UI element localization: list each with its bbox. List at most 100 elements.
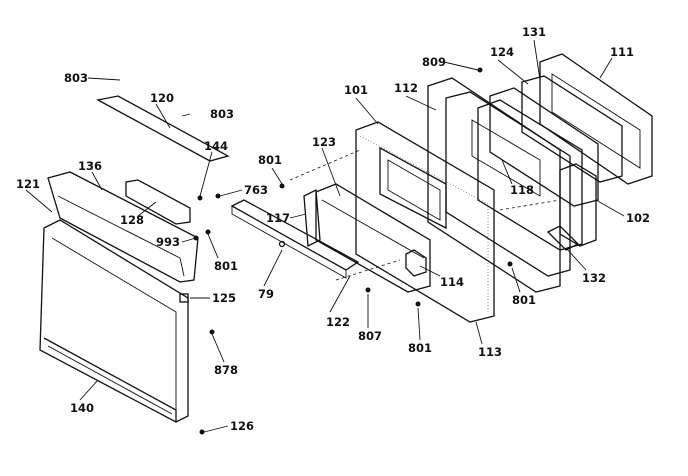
leader-140 [79, 379, 99, 401]
leader-120 [155, 103, 171, 129]
label-801a: 801 [258, 153, 282, 167]
leader-112 [405, 95, 437, 111]
part-113-inner-door [355, 121, 495, 323]
screw-878 [209, 329, 215, 335]
screw-801-b [205, 229, 211, 235]
part-128-bracket [125, 179, 191, 225]
screw-801-d [507, 261, 513, 267]
leader-122 [329, 275, 351, 313]
part-132-hinge [546, 225, 580, 251]
part-79-underside [231, 206, 347, 279]
part-140-bottom-rail-inner [47, 345, 173, 415]
label-136: 136 [78, 159, 102, 173]
leader-132 [565, 247, 587, 271]
label-801d: 801 [512, 293, 536, 307]
part-124-panel [489, 87, 599, 207]
leader-803a [87, 77, 121, 81]
part-79-screw-hole [278, 240, 286, 248]
part-114-plate [405, 249, 427, 277]
leader-128 [137, 201, 157, 217]
label-123: 123 [312, 135, 336, 149]
label-114: 114 [440, 275, 464, 289]
leader-801a [271, 167, 283, 185]
guide-line-2 [335, 259, 401, 281]
leader-117 [289, 213, 307, 219]
part-112-glass-pane [427, 77, 561, 293]
leader-803b [181, 113, 191, 117]
part-111-back-panel [539, 53, 653, 185]
label-118: 118 [510, 183, 534, 197]
leader-878 [211, 333, 225, 363]
part-136-top-cap [47, 171, 199, 283]
part-118-panel [477, 99, 583, 251]
label-121: 121 [16, 177, 40, 191]
label-144: 144 [204, 139, 228, 153]
part-117-bracket [303, 188, 321, 248]
part-136-inner-edge [57, 195, 185, 277]
screw-144 [197, 195, 203, 201]
leader-763 [219, 189, 243, 197]
part-111-inner [551, 73, 641, 169]
label-878: 878 [214, 363, 238, 377]
label-807: 807 [358, 329, 382, 343]
part-102-frame [559, 163, 597, 247]
part-122-inner-line [321, 199, 425, 259]
label-132: 132 [582, 271, 606, 285]
part-140-door-panel [39, 219, 189, 423]
leader-102 [595, 199, 625, 217]
leader-79 [263, 249, 283, 287]
label-117: 117 [266, 211, 290, 225]
leader-136 [91, 171, 103, 191]
part-131-panel [521, 75, 623, 183]
label-120: 120 [150, 91, 174, 105]
part-122-insulation [315, 183, 431, 293]
part-120-top-strip [96, 95, 230, 162]
part-113-edge [359, 135, 489, 312]
part-140-bottom-rail [43, 337, 177, 422]
leader-144 [199, 151, 213, 197]
screw-801-c [415, 301, 421, 307]
label-102: 102 [626, 211, 650, 225]
screw-809 [477, 67, 483, 73]
leader-993 [181, 237, 197, 243]
leader-111 [599, 57, 613, 79]
leader-114 [419, 265, 441, 277]
label-803a: 803 [64, 71, 88, 85]
leader-126 [203, 425, 229, 433]
part-101-inner-window [471, 119, 541, 197]
label-809: 809 [422, 55, 446, 69]
label-122: 122 [326, 315, 350, 329]
part-113-window-frame [379, 146, 447, 230]
part-140-inner-border [51, 237, 177, 410]
label-79: 79 [258, 287, 274, 301]
label-131: 131 [522, 25, 546, 39]
label-111: 111 [610, 45, 634, 59]
label-801b: 801 [214, 259, 238, 273]
label-140: 140 [70, 401, 94, 415]
label-112: 112 [394, 81, 418, 95]
leader-801d [511, 267, 521, 293]
part-113-window-glass [387, 159, 441, 221]
leader-101 [355, 97, 379, 125]
screw-807 [365, 287, 371, 293]
leader-113 [475, 321, 483, 345]
label-125: 125 [212, 291, 236, 305]
leader-121 [25, 189, 53, 213]
guide-line-1 [289, 149, 361, 181]
screw-801-a [279, 183, 285, 189]
leader-124 [497, 59, 529, 85]
part-79-handle [230, 199, 360, 271]
label-113: 113 [478, 345, 502, 359]
part-125-clip [179, 293, 189, 303]
label-128: 128 [120, 213, 144, 227]
leader-801b [207, 233, 219, 259]
leader-131 [533, 39, 541, 81]
part-101-frame [445, 91, 571, 277]
guide-line-3 [499, 199, 561, 211]
label-801c: 801 [408, 341, 432, 355]
label-124: 124 [490, 45, 514, 59]
label-803b: 803 [210, 107, 234, 121]
screw-763 [215, 193, 221, 199]
label-126: 126 [230, 419, 254, 433]
